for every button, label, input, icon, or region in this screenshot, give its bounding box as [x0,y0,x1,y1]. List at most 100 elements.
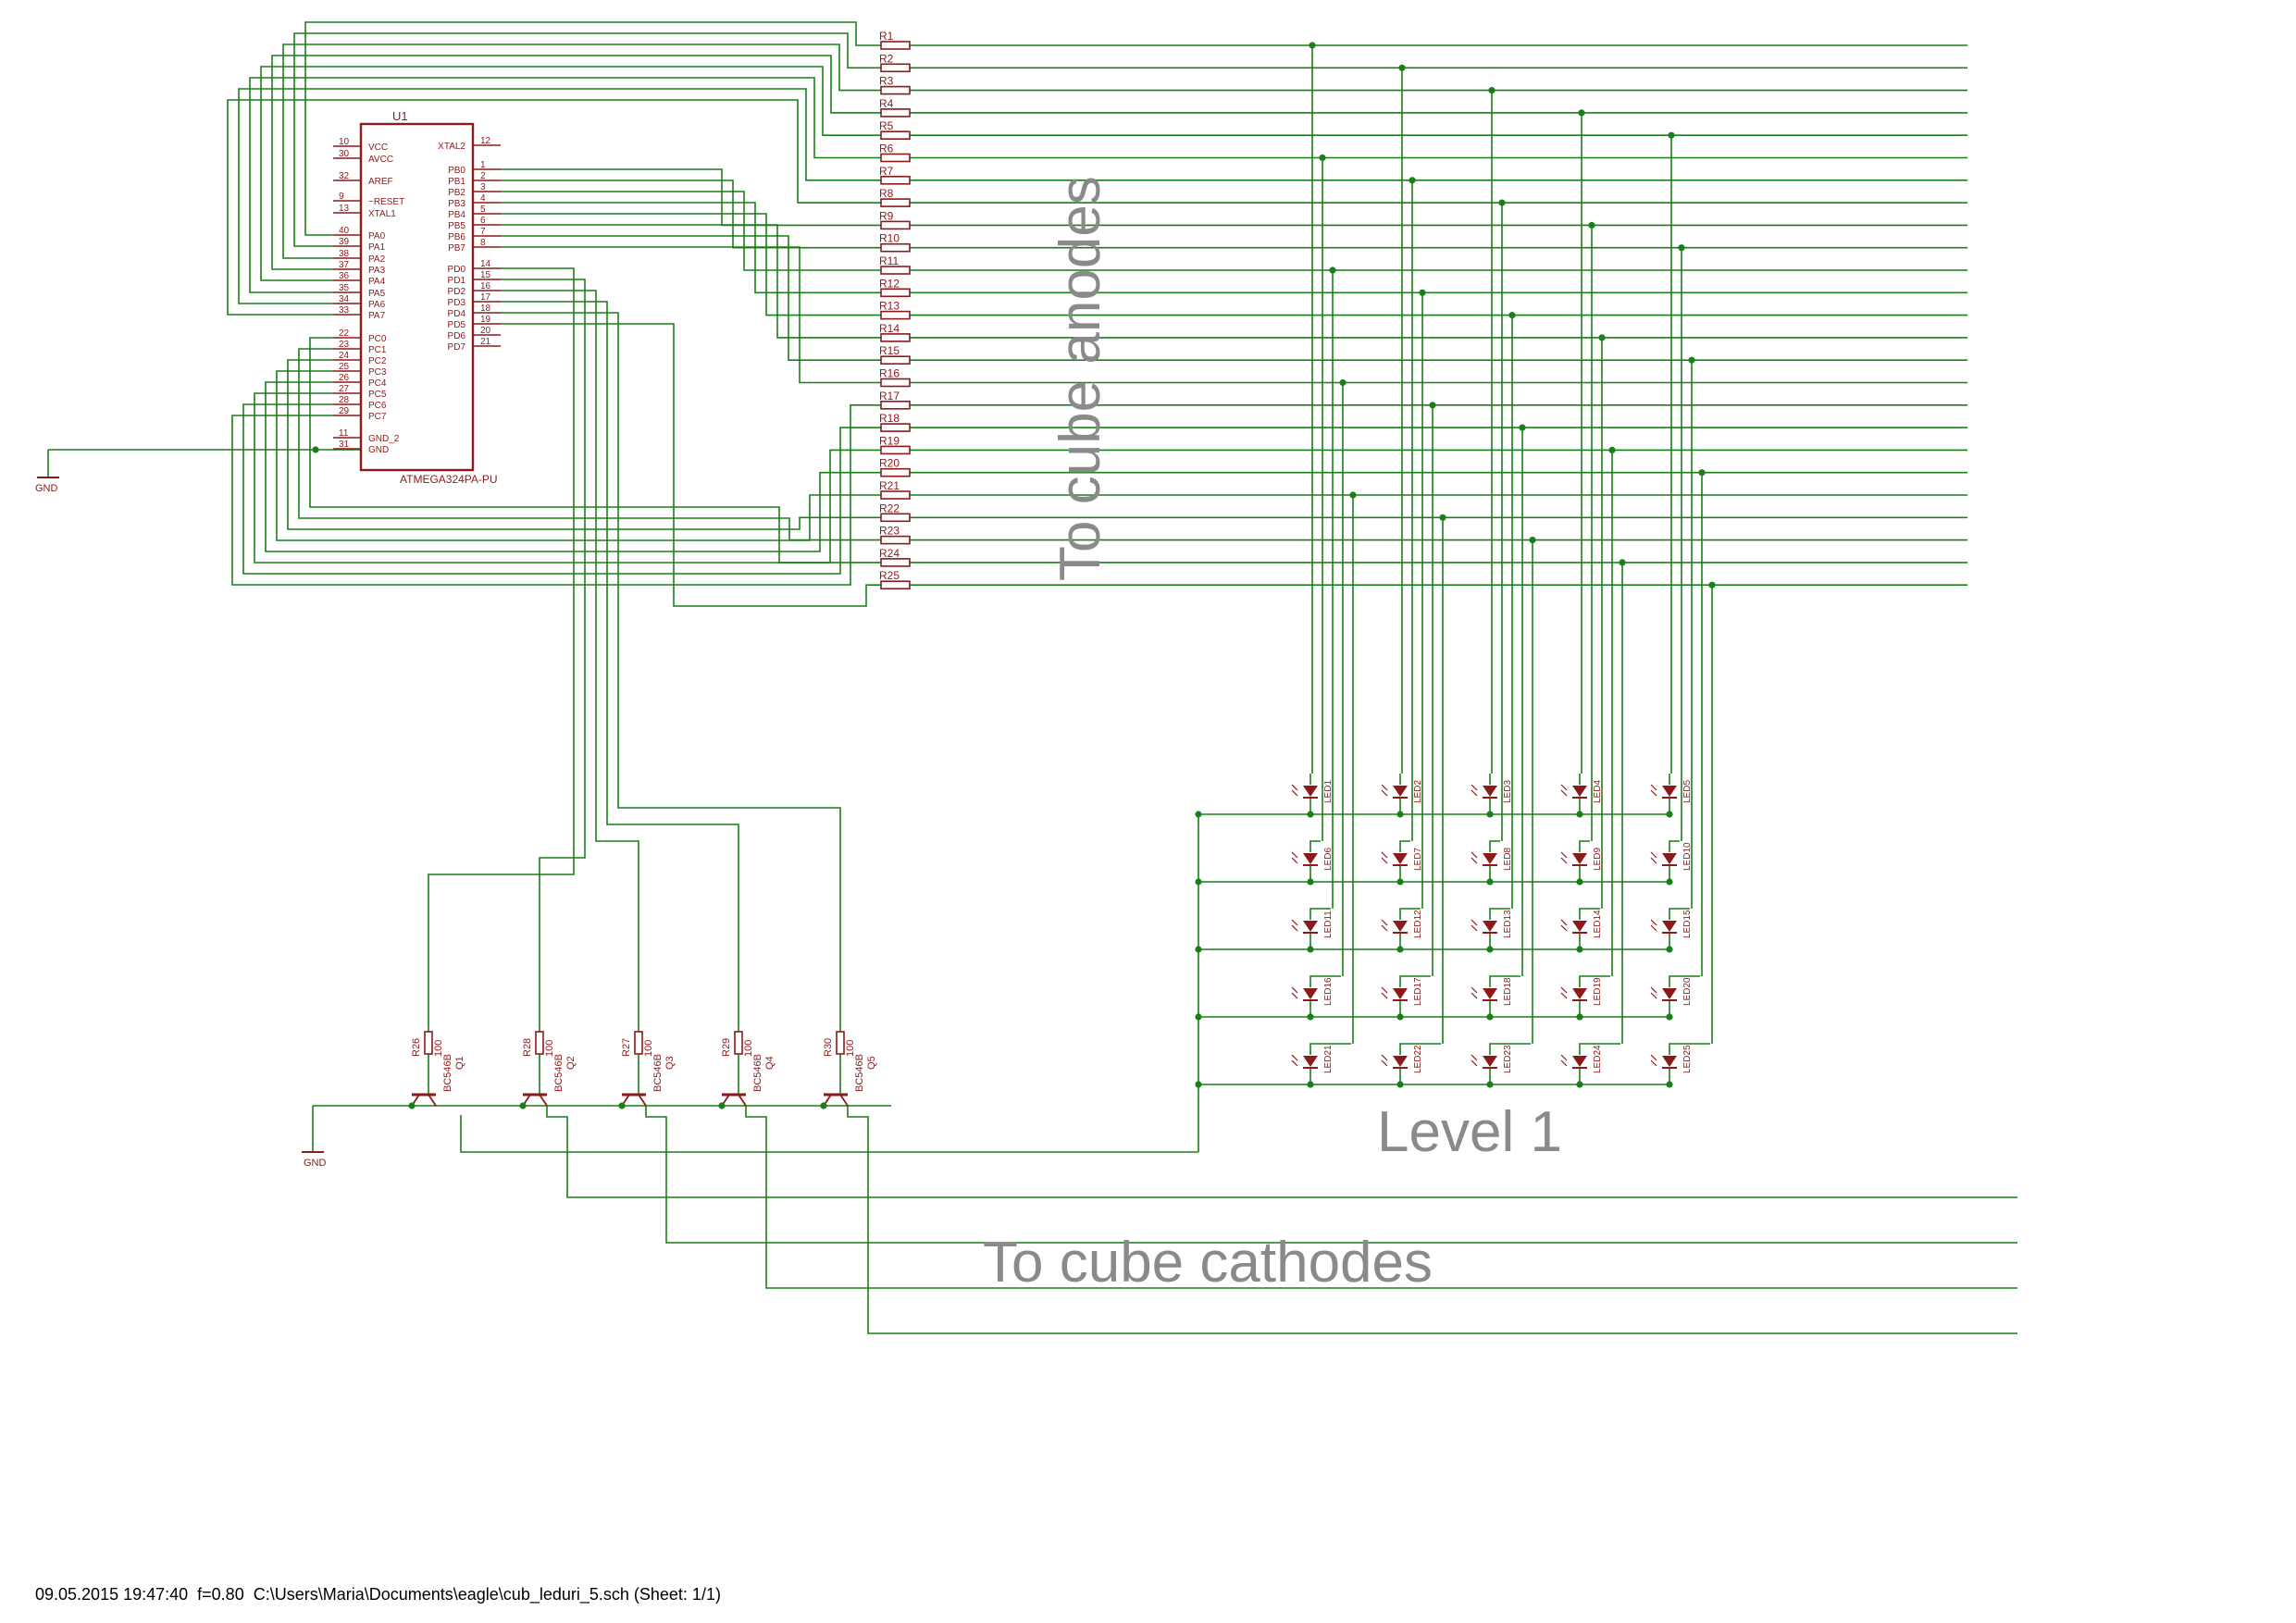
cathode-common [460,1115,1198,1153]
resistor [880,490,911,500]
junction-dot [1396,811,1404,818]
junction-dot [1666,1081,1673,1088]
led-arrow [1560,992,1568,999]
led-arrow [1291,851,1298,859]
led-ref: LED5 [1682,780,1693,803]
junction-dot [718,1102,726,1109]
junction-dot [1307,946,1314,953]
mcu-pin-number: 17 [480,292,491,303]
base-resistor-value: 100 [643,1040,654,1057]
mcu-pin-name: PB7 [448,243,465,254]
resistor [880,467,911,477]
led-ref: LED2 [1413,780,1423,803]
resistor-ref: R1 [879,30,894,43]
led-symbol [1483,921,1497,932]
led-symbol [1393,853,1408,864]
junction-dot [1195,878,1202,886]
resistor-ref: R11 [879,254,899,267]
led-wire [1399,975,1431,987]
junction-dot [1429,402,1436,409]
resistor [880,153,911,163]
junction-dot [1519,424,1526,431]
led-arrow [1291,1059,1298,1067]
mcu-pin-number: 13 [339,204,350,214]
mcu-pin-name: XTAL2 [438,142,465,152]
resistor-ref: R6 [879,142,894,155]
led-wire [1489,1043,1531,1055]
junction-dot [1498,199,1506,206]
resistor-ref: R19 [879,434,900,447]
led-arrow [1650,789,1657,797]
transistor-ref: Q2 [565,1056,577,1070]
base-resistor [734,1031,743,1055]
porta-wire [304,21,881,236]
junction-dot [1529,537,1536,544]
resistor-ref: R14 [879,322,900,335]
mcu-pin-name: PB5 [448,221,465,231]
led-arrow [1471,789,1478,797]
resistor [880,333,911,342]
transistor-type: BC546B [752,1054,763,1092]
anodes-label: To cube anodes [1049,176,1112,581]
led-ref: LED19 [1593,977,1603,1006]
led-wire [1669,1043,1710,1055]
gnd-label: GND [304,1158,327,1169]
led-ref: LED8 [1503,848,1513,871]
transistor-symbol [428,1094,437,1107]
led-wire [1399,908,1421,920]
transistor-ref: Q4 [764,1056,776,1070]
mcu-pin-number: 12 [480,136,491,146]
resistor-ref: R5 [879,119,894,132]
resistor [880,355,911,365]
resistor-ref: R24 [879,547,900,560]
mcu-pin-number: 30 [339,149,350,159]
wires-layer [47,21,2017,1334]
transistor-symbol [738,1094,747,1107]
resistor [880,423,911,432]
mcu-pin-number: 2 [480,171,486,181]
junctions-layer [312,42,1716,1109]
junction-dot [1678,244,1685,252]
mcu-pin-name: AREF [368,177,393,187]
mcu-pin-number: 5 [480,204,486,215]
led-symbol [1662,988,1677,999]
resistor-ref: R7 [879,165,894,178]
led-arrow [1381,924,1388,932]
mcu-pin-name: PC4 [368,378,387,389]
porta-wire [293,32,881,247]
led-arrow [1471,851,1478,859]
transistor-type: BC546B [652,1054,664,1092]
led-arrow [1381,992,1388,999]
junction-dot [1668,131,1675,139]
base-resistor-value: 100 [845,1040,856,1057]
mcu-pin-name: PD1 [448,276,466,286]
mcu-pin-name: PC0 [368,334,387,344]
resistor [880,266,911,275]
portb-wire [501,246,881,384]
led-arrow [1291,924,1298,932]
led-ref: LED11 [1323,911,1334,938]
led-wire [1309,908,1331,920]
mcu-pin-name: PB0 [448,166,465,176]
led-arrow [1291,919,1298,926]
led-ref: LED13 [1503,910,1513,938]
resistor-ref: R2 [879,52,894,65]
mcu-pin-number: 16 [480,281,491,291]
resistor [880,580,911,590]
mcu-pin-name: PA5 [368,289,386,299]
resistor [880,198,911,207]
led-arrow [1471,919,1478,926]
mcu-pin-number: 24 [339,351,350,361]
junction-dot [1419,289,1426,296]
resistor-ref: R18 [879,412,900,425]
base-resistor-value: 100 [433,1040,444,1057]
base-resistor-value: 100 [544,1040,555,1057]
junction-dot [1307,878,1314,886]
junction-dot [1666,878,1673,886]
resistor-ref: R4 [879,97,894,110]
led-ref: LED17 [1413,977,1423,1006]
led-arrow [1381,986,1388,994]
led-arrow [1291,857,1298,864]
led-arrow [1471,1059,1478,1067]
transistor-symbol [839,1094,849,1107]
